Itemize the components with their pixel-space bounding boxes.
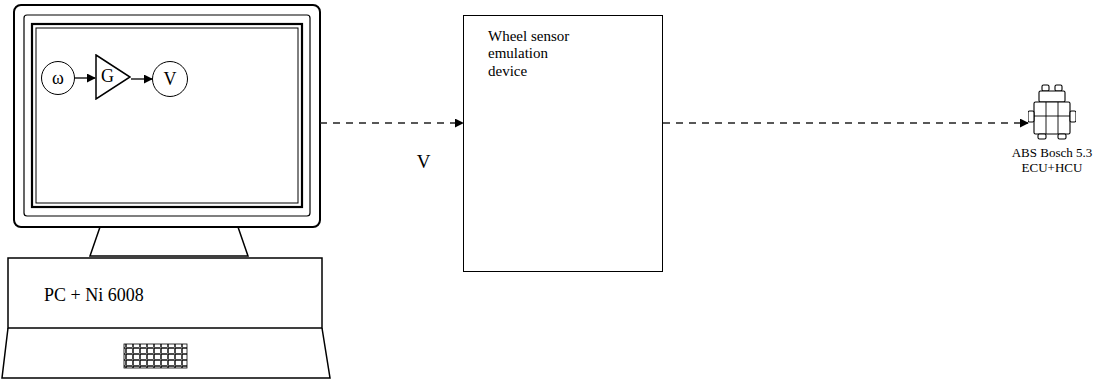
gain-triangle: G (95, 54, 131, 100)
block-arrow (75, 77, 95, 78)
abs-unit-part (1055, 85, 1062, 91)
keyboard (2, 328, 330, 378)
abs-unit-part (1042, 85, 1049, 91)
abs-unit-detail (1034, 116, 1070, 117)
abs-unit-part (1070, 111, 1076, 122)
abs-unit: ABS Bosch 5.3 ECU+HCU (1028, 84, 1076, 140)
abs-unit-part (1038, 134, 1046, 139)
abs-unit-part (1028, 111, 1034, 122)
monitor-bezel (24, 15, 310, 216)
block-arrow (131, 78, 152, 79)
monitor-screen (32, 24, 302, 207)
abs-unit-symbol (1028, 84, 1076, 140)
signal-arrow (663, 122, 1028, 124)
device-label: ABS Bosch 5.3 ECU+HCU (1005, 146, 1099, 176)
monitor-frame (14, 5, 320, 227)
monitor-stand (90, 227, 248, 256)
signal-circle: ω (41, 61, 75, 95)
signal-label: V (415, 151, 433, 173)
abs-unit-part (1058, 134, 1066, 139)
pc-case (8, 258, 322, 328)
signal-label: G (101, 66, 114, 87)
computer-node: PC + Ni 6008 ω G V (4, 4, 320, 379)
process-box: Wheel sensor emulation device (463, 15, 663, 272)
signal-circle: V (152, 61, 188, 97)
abs-unit-part (1034, 102, 1070, 134)
signal-label: ω (52, 68, 64, 89)
box-label: Wheel sensor emulation device (488, 28, 590, 80)
signal-arrow (320, 122, 463, 124)
screen-inner (36, 28, 298, 203)
pc-label: PC + Ni 6008 (44, 285, 144, 306)
abs-unit-part (1039, 91, 1065, 102)
gain-triangle-shape (96, 55, 130, 99)
abs-unit-detail (1058, 102, 1059, 134)
keyboard-keys (124, 344, 187, 368)
signal-label: V (164, 69, 177, 90)
abs-unit-detail (1046, 102, 1047, 134)
